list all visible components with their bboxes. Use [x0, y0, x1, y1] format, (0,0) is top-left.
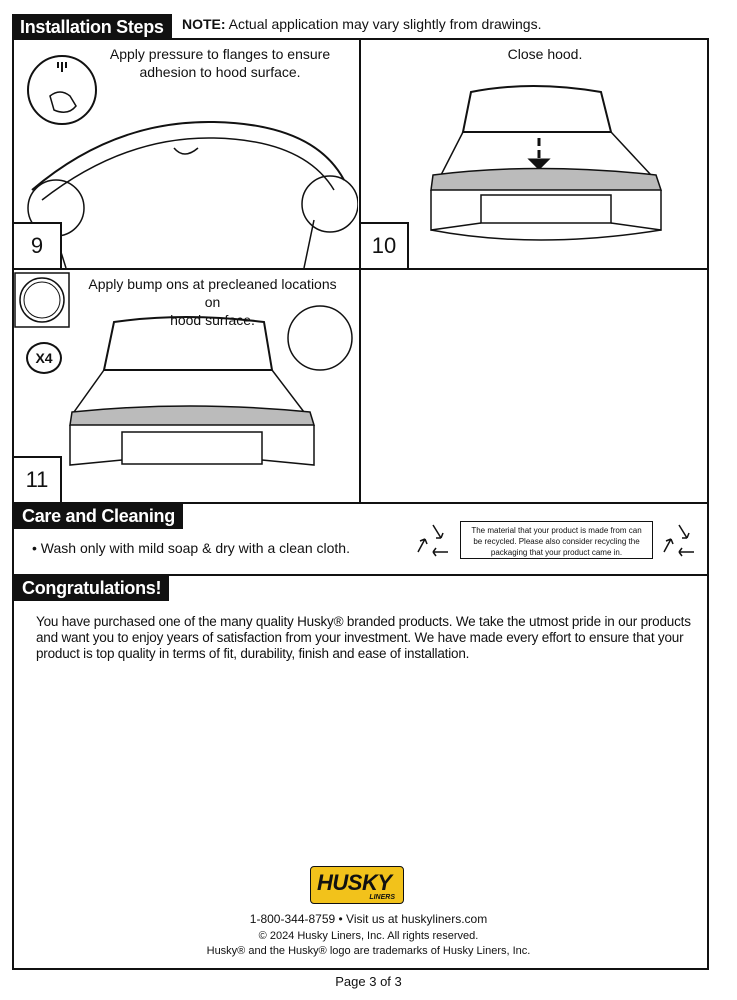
grid-divider: [12, 574, 709, 576]
step-11-caption: Apply bump ons at precleaned locations o…: [88, 276, 337, 328]
step-9-number: 9: [14, 222, 62, 268]
section-title-congratulations: Congratulations!: [14, 575, 170, 601]
recycle-notice: The material that your product is made f…: [460, 521, 653, 559]
grid-divider: [12, 268, 709, 270]
congratulations-text: You have purchased one of the many quali…: [36, 614, 691, 661]
step-10-caption: Close hood.: [507, 46, 583, 62]
pressure-icon: [27, 55, 97, 125]
recycle-icon: [663, 524, 694, 557]
care-instruction: • Wash only with mild soap & dry with a …: [32, 540, 350, 556]
step-11-drawing: [69, 305, 353, 466]
page-number: Page 3 of 3: [335, 974, 402, 989]
quantity-badge: X4: [26, 342, 62, 374]
note-text: NOTE: Actual application may vary slight…: [182, 16, 542, 32]
down-arrow-icon: [527, 138, 551, 171]
step-11-number: 11: [14, 456, 62, 502]
bump-on-icon: [14, 272, 70, 328]
trademark-line: Husky® and the Husky® logo are trademark…: [206, 945, 531, 957]
section-title-care: Care and Cleaning: [14, 503, 183, 529]
copyright-line: © 2024 Husky Liners, Inc. All rights res…: [258, 930, 479, 942]
section-title-installation: Installation Steps: [12, 14, 172, 40]
grid-divider: [359, 38, 361, 502]
step-10-number: 10: [361, 222, 409, 268]
contact-line: 1-800-344-8759 • Visit us at huskyliners…: [249, 912, 488, 926]
hand-icon: [49, 91, 77, 113]
recycle-icon: [417, 524, 448, 557]
step-9-drawing: [27, 55, 358, 268]
husky-logo: HUSKY LINERS: [310, 866, 404, 904]
grid-divider: [12, 502, 709, 504]
step-10-drawing: [430, 85, 663, 241]
